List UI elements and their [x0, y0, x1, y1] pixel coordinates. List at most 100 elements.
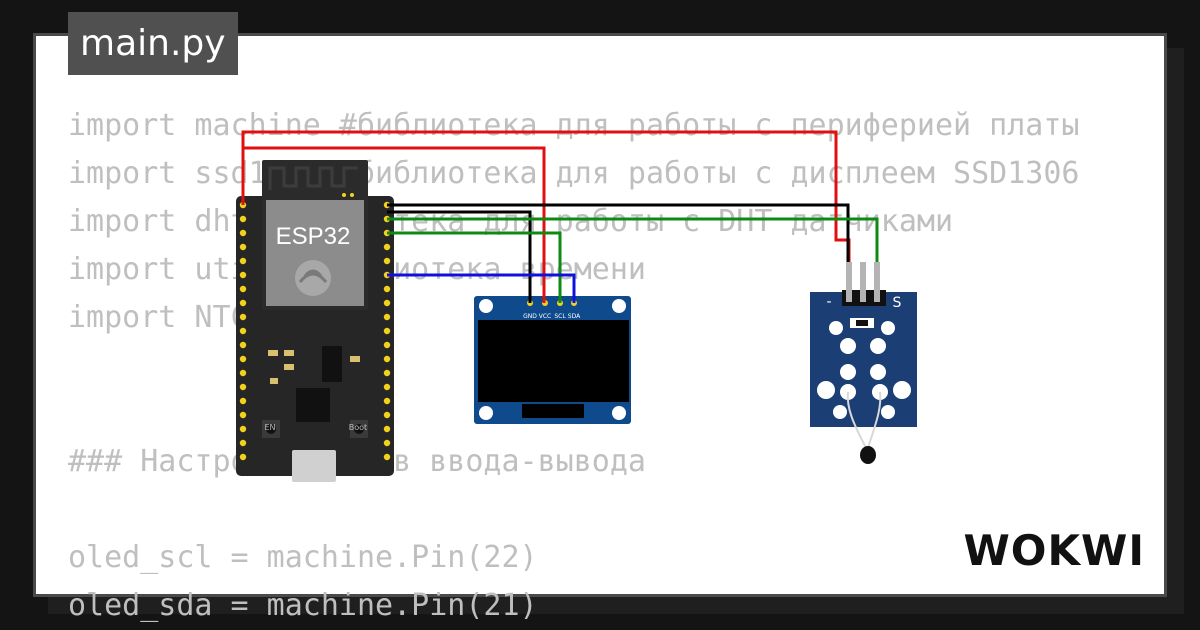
- thermistor-lead: [846, 391, 867, 449]
- pin[interactable]: [383, 355, 391, 363]
- en-label: EN: [264, 423, 275, 432]
- ntc-pcb: [810, 292, 917, 427]
- pad: [833, 405, 847, 419]
- smd-component: [284, 364, 294, 370]
- pad: [881, 405, 895, 419]
- ntc-pin[interactable]: [860, 262, 866, 302]
- pin[interactable]: [239, 313, 247, 321]
- mount-hole: [612, 299, 626, 313]
- mount-hole: [612, 406, 626, 420]
- pad: [893, 381, 911, 399]
- led-dot: [350, 193, 354, 197]
- boot-button-cap[interactable]: [354, 424, 364, 434]
- en-button-cap[interactable]: [266, 424, 276, 434]
- pin[interactable]: [383, 411, 391, 419]
- ntc-minus-label: -: [826, 294, 831, 310]
- wire-black-gnd-oled[interactable]: [387, 210, 532, 303]
- regulator-chip: [322, 346, 342, 382]
- thermistor-lead: [867, 391, 882, 449]
- antenna-trace: [268, 166, 358, 190]
- pin[interactable]: [383, 383, 391, 391]
- ntc-pin[interactable]: [846, 262, 852, 302]
- boot-label: Boot: [349, 423, 367, 432]
- wire-green-signal-ntc[interactable]: [387, 217, 879, 262]
- esp32-label: ESP32: [276, 223, 351, 250]
- espressif-swirl-icon: [298, 269, 328, 283]
- pin[interactable]: [239, 341, 247, 349]
- smd-component: [350, 356, 360, 362]
- oled-pin-label: SDA: [568, 313, 581, 320]
- code-line: oled_sda = machine.Pin(21): [68, 588, 538, 623]
- wire-green-scl[interactable]: [387, 231, 562, 303]
- pin[interactable]: [239, 257, 247, 265]
- mount-hole: [479, 406, 493, 420]
- pin[interactable]: [383, 369, 391, 377]
- smd-component: [284, 350, 294, 356]
- pin[interactable]: [383, 453, 391, 461]
- ntc-module[interactable]: - S: [810, 262, 917, 464]
- oled-display[interactable]: GND VCC SCL SDA: [474, 296, 631, 424]
- wires: [241, 130, 879, 303]
- pin[interactable]: [383, 257, 391, 265]
- pin[interactable]: [239, 397, 247, 405]
- oled-pin-label: VCC: [539, 313, 551, 320]
- pin[interactable]: [383, 313, 391, 321]
- pin[interactable]: [239, 439, 247, 447]
- pin[interactable]: [239, 215, 247, 223]
- pin[interactable]: [239, 327, 247, 335]
- oled-pin-label: SCL: [554, 313, 566, 320]
- oled-ribbon: [522, 404, 584, 418]
- pin[interactable]: [239, 453, 247, 461]
- usb-chip: [296, 388, 330, 422]
- code-line: import machine #библиотека для работы с …: [68, 108, 1080, 143]
- smd-component: [270, 378, 278, 384]
- code-line: oled_scl = machine.Pin(22): [68, 540, 538, 575]
- usb-connector: [292, 450, 336, 482]
- pin[interactable]: [239, 369, 247, 377]
- mount-hole: [479, 299, 493, 313]
- thermistor-bead-icon: [860, 446, 876, 464]
- ntc-signal-label: S: [893, 295, 902, 311]
- pin[interactable]: [239, 383, 247, 391]
- pad: [840, 338, 856, 354]
- pin[interactable]: [383, 299, 391, 307]
- smd-resistor-body: [856, 320, 868, 326]
- wire-black-gnd-ntc[interactable]: [387, 203, 850, 262]
- pad: [840, 364, 856, 380]
- smd-component: [268, 350, 278, 356]
- pin[interactable]: [383, 425, 391, 433]
- pin[interactable]: [383, 243, 391, 251]
- pad: [881, 321, 895, 335]
- pin[interactable]: [239, 299, 247, 307]
- wire-red-vcc-oled[interactable]: [241, 146, 546, 303]
- espressif-logo-icon: [295, 260, 331, 296]
- wokwi-logo: WOKWI: [963, 526, 1145, 575]
- pin[interactable]: [383, 397, 391, 405]
- pad: [870, 338, 886, 354]
- pin[interactable]: [239, 285, 247, 293]
- pin[interactable]: [383, 327, 391, 335]
- pad: [817, 381, 835, 399]
- led-dot: [342, 193, 346, 197]
- esp32-board[interactable]: ESP32 EN Boot: [236, 160, 394, 482]
- wire-blue-sda[interactable]: [387, 273, 576, 303]
- pad: [870, 364, 886, 380]
- pin[interactable]: [239, 271, 247, 279]
- pin[interactable]: [383, 439, 391, 447]
- pin[interactable]: [239, 411, 247, 419]
- pin[interactable]: [383, 285, 391, 293]
- esp32-left-pins: [239, 201, 247, 461]
- code-line: import ssd1306 #библиотека для работы с …: [68, 156, 1080, 191]
- oled-screen: [478, 320, 629, 402]
- pin[interactable]: [239, 229, 247, 237]
- pin[interactable]: [239, 425, 247, 433]
- pin[interactable]: [239, 243, 247, 251]
- ntc-pin[interactable]: [874, 262, 880, 302]
- pad: [829, 321, 843, 335]
- pin[interactable]: [383, 341, 391, 349]
- file-tab[interactable]: main.py: [68, 12, 238, 75]
- oled-pin-label: GND: [523, 313, 537, 320]
- pin[interactable]: [239, 355, 247, 363]
- esp32-right-pins: [383, 201, 391, 461]
